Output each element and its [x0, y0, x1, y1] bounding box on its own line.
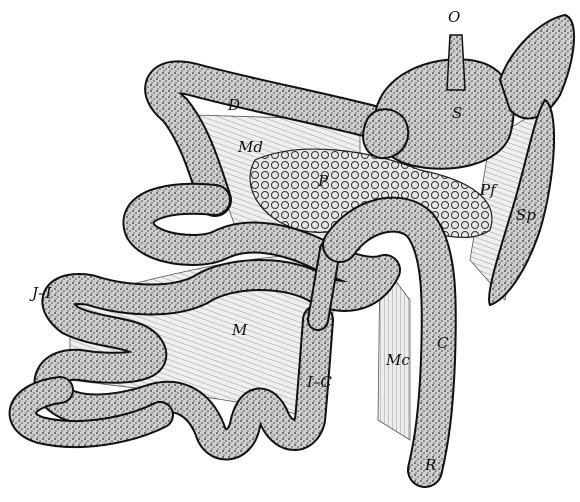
label-r: R — [424, 456, 436, 474]
label-o: O — [448, 8, 460, 26]
label-ji: J–I — [29, 284, 53, 302]
label-ic: I–C — [306, 373, 332, 391]
ileocecal-fill — [318, 250, 330, 320]
label-m: M — [231, 321, 248, 339]
label-s: S — [452, 104, 462, 122]
label-c: C — [437, 334, 449, 352]
label-sp: Sp — [516, 206, 536, 224]
pylorus — [363, 109, 408, 158]
label-md: Md — [237, 138, 263, 156]
esophagus-tube — [447, 35, 465, 90]
stomach-fundus — [500, 15, 574, 118]
label-mc: Mc — [385, 351, 410, 369]
label-pf: Pf — [479, 181, 498, 199]
label-p: P — [317, 172, 329, 190]
label-d: D — [227, 96, 240, 114]
